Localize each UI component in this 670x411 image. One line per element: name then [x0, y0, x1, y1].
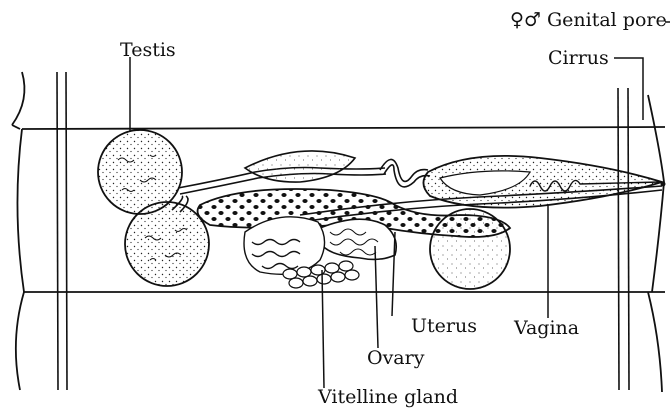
genital-pore-label: ♀♂ Genital pore — [510, 11, 667, 30]
testis-label: Testis — [120, 41, 176, 60]
vitelline-gland-label: Vitelline gland — [318, 388, 458, 407]
cirrus-label: Cirrus — [548, 49, 609, 68]
uterus-label: Uterus — [411, 317, 477, 336]
genital-pore-opening — [661, 182, 666, 187]
seminal-vesicle — [245, 151, 355, 182]
sperm-duct-coil — [380, 159, 430, 186]
ovary — [318, 219, 396, 259]
ovary-label: Ovary — [367, 349, 424, 368]
testis-lower — [125, 202, 209, 286]
vagina-label: Vagina — [514, 319, 579, 338]
